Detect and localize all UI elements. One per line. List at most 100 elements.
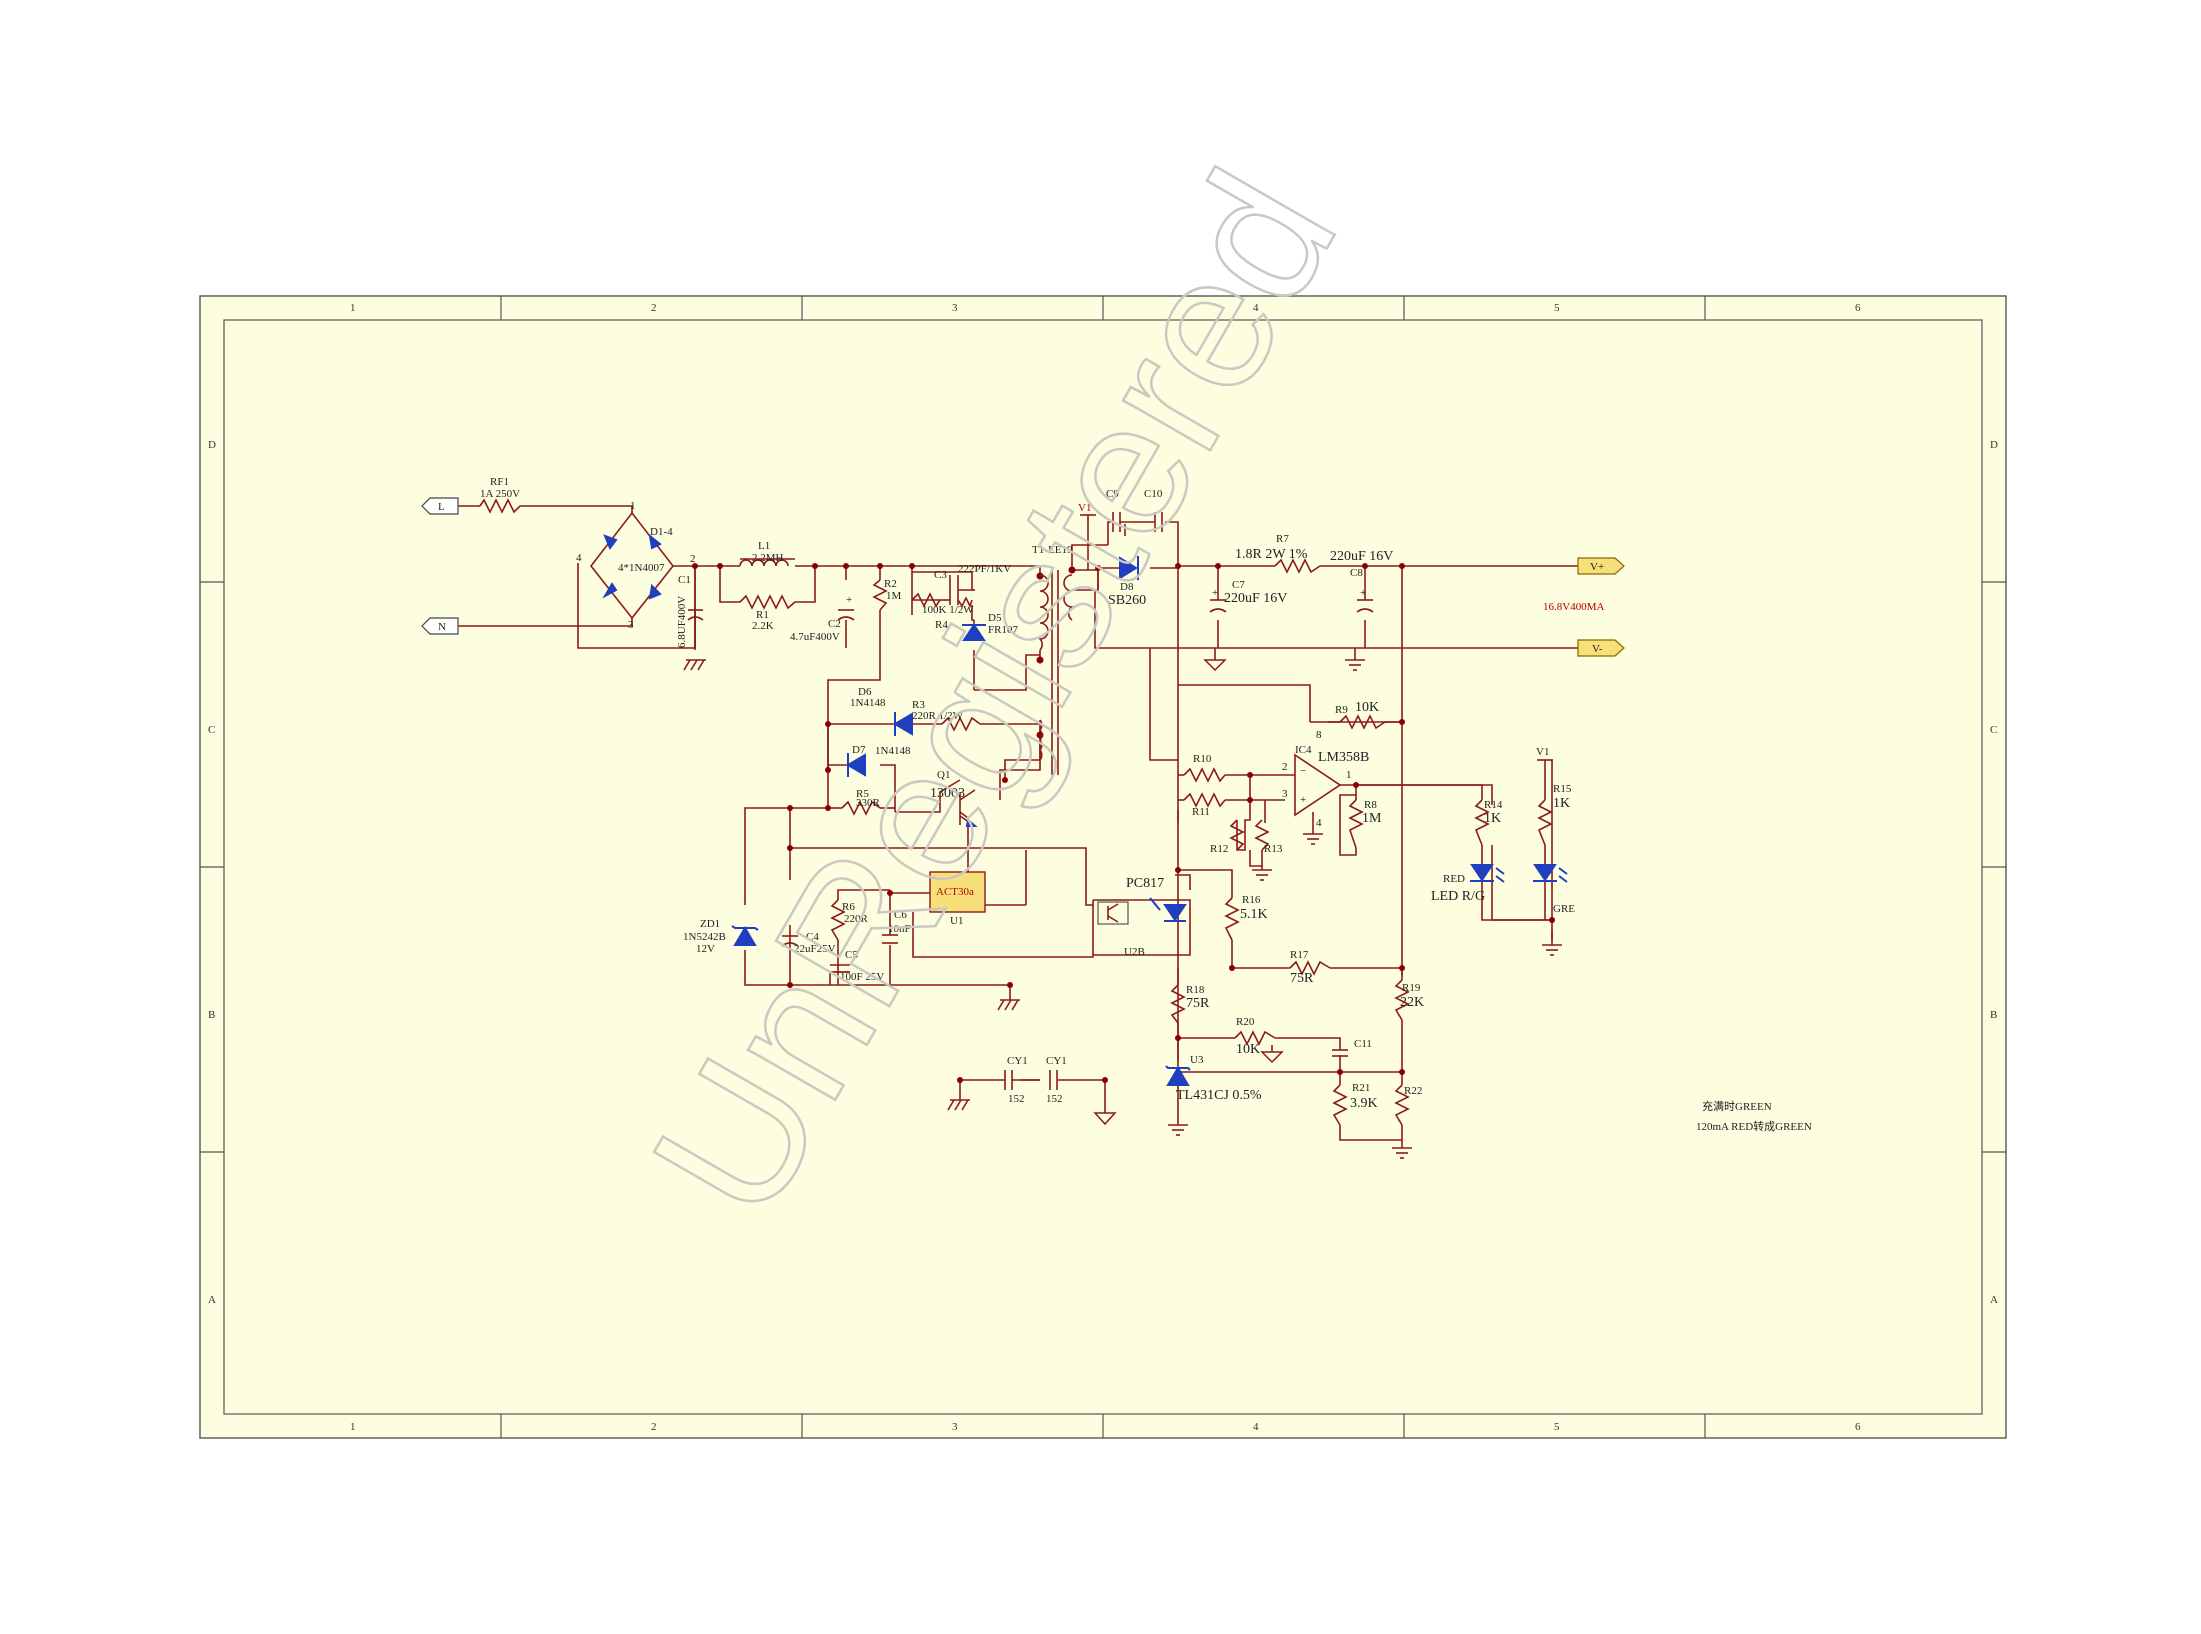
svg-text:D1-4: D1-4 bbox=[650, 526, 673, 538]
svg-text:C6: C6 bbox=[894, 909, 907, 921]
svg-text:ZD1: ZD1 bbox=[700, 918, 720, 930]
t1-transformer: T1 EE19 bbox=[1032, 544, 1075, 775]
svg-text:R17: R17 bbox=[1290, 949, 1309, 961]
svg-text:C8: C8 bbox=[1350, 567, 1363, 579]
svg-text:R9: R9 bbox=[1335, 704, 1348, 716]
d6-diode: D6 1N4148 bbox=[850, 686, 913, 736]
svg-text:R12: R12 bbox=[1210, 843, 1228, 855]
col-label-3-top: 3 bbox=[952, 302, 958, 314]
svg-text:3: 3 bbox=[628, 619, 634, 631]
svg-text:IC4: IC4 bbox=[1295, 744, 1312, 756]
ground-icon bbox=[1093, 1100, 1117, 1126]
svg-text:T1: T1 bbox=[1032, 544, 1044, 556]
r17-resistor: R17 75R bbox=[1289, 949, 1331, 986]
c2-capacitor: + C2 4.7uF400V bbox=[790, 594, 855, 643]
note-full-charge: 充满时GREEN bbox=[1702, 1099, 1772, 1113]
output-spec-label: 16.8V400MA bbox=[1543, 601, 1604, 613]
svg-text:D8: D8 bbox=[1120, 581, 1134, 593]
c6-capacitor: C6 10nF bbox=[882, 909, 911, 944]
svg-text:10K: 10K bbox=[1355, 700, 1379, 715]
svg-text:13003: 13003 bbox=[930, 786, 965, 801]
cy1-capacitor-right: CY1 152 bbox=[1046, 1055, 1067, 1105]
svg-text:R13: R13 bbox=[1264, 843, 1283, 855]
r2-resistor: R2 1M bbox=[872, 578, 902, 611]
svg-text:U3: U3 bbox=[1190, 1054, 1204, 1066]
row-label-B-right: B bbox=[1990, 1009, 1997, 1021]
svg-text:R19: R19 bbox=[1402, 982, 1421, 994]
svg-text:8: 8 bbox=[1316, 729, 1322, 741]
junction-dots bbox=[692, 563, 1555, 1083]
port-L: L bbox=[421, 497, 459, 515]
col-label-6-top: 6 bbox=[1855, 302, 1861, 314]
svg-text:1K: 1K bbox=[1484, 811, 1501, 826]
svg-text:V-: V- bbox=[1592, 643, 1603, 655]
svg-text:−: − bbox=[1300, 765, 1306, 777]
svg-text:TL431CJ 0.5%: TL431CJ 0.5% bbox=[1176, 1088, 1262, 1103]
svg-text:C11: C11 bbox=[1354, 1038, 1372, 1050]
svg-text:L: L bbox=[438, 501, 445, 513]
r19-resistor: R19 22K bbox=[1394, 979, 1424, 1021]
svg-text:D6: D6 bbox=[858, 686, 872, 698]
svg-text:1: 1 bbox=[630, 500, 636, 512]
svg-text:V1: V1 bbox=[1078, 502, 1091, 514]
svg-text:EE19: EE19 bbox=[1048, 544, 1073, 556]
svg-text:2: 2 bbox=[1282, 761, 1288, 773]
svg-text:22uF25V: 22uF25V bbox=[794, 943, 836, 955]
r4-resistor: 100K 1/2W R4 bbox=[911, 592, 974, 631]
r10-resistor: R10 bbox=[1178, 753, 1250, 783]
svg-text:1.8R 2W 1%: 1.8R 2W 1% bbox=[1235, 547, 1308, 562]
svg-text:3: 3 bbox=[1282, 788, 1288, 800]
svg-text:R16: R16 bbox=[1242, 894, 1261, 906]
zd1-zener-diode: ZD1 1N5242B 12V bbox=[683, 918, 759, 955]
c5-capacitor: C5 100F 25V bbox=[830, 949, 884, 983]
svg-text:RED: RED bbox=[1443, 873, 1465, 885]
svg-text:R8: R8 bbox=[1364, 799, 1377, 811]
r5-resistor: R5 330R bbox=[841, 788, 881, 816]
r1-resistor: R1 2.2K bbox=[739, 594, 796, 632]
svg-text:1N4148: 1N4148 bbox=[850, 697, 886, 709]
svg-text:75R: 75R bbox=[1186, 996, 1210, 1011]
svg-text:100F 25V: 100F 25V bbox=[840, 971, 884, 983]
svg-text:C5: C5 bbox=[845, 949, 858, 961]
svg-text:6.8UF400V: 6.8UF400V bbox=[676, 596, 688, 648]
svg-text:D7: D7 bbox=[852, 744, 866, 756]
r9-resistor: R9 10K bbox=[1335, 700, 1386, 730]
svg-text:220R 1/2W: 220R 1/2W bbox=[912, 710, 964, 722]
r3-resistor: R3 220R 1/2W bbox=[912, 699, 981, 732]
svg-text:U2B: U2B bbox=[1124, 946, 1145, 958]
ic4-op-amp: − + IC4 LM358B 2 3 1 4 8 bbox=[1282, 729, 1369, 829]
ground-icon bbox=[1260, 1045, 1284, 1064]
svg-text:+: + bbox=[846, 594, 852, 606]
d7-diode: D7 1N4148 bbox=[846, 744, 911, 777]
note-current-threshold: 120mA RED转成GREEN bbox=[1696, 1119, 1812, 1133]
svg-text:4.7uF400V: 4.7uF400V bbox=[790, 631, 840, 643]
col-label-6-bottom: 6 bbox=[1855, 1421, 1861, 1433]
row-label-D-left: D bbox=[208, 439, 216, 451]
sheet-frame: 1 2 3 4 5 6 1 2 3 4 5 6 D C B A D C B A bbox=[199, 295, 2007, 1439]
svg-text:RF1: RF1 bbox=[490, 476, 509, 488]
svg-text:U1: U1 bbox=[950, 915, 963, 927]
q1-transistor: Q1 13003 bbox=[930, 769, 978, 827]
svg-text:C4: C4 bbox=[806, 931, 819, 943]
ground-icon bbox=[1542, 944, 1562, 956]
r12-resistor: R12 bbox=[1210, 819, 1245, 855]
svg-text:LED R/G: LED R/G bbox=[1431, 889, 1485, 904]
svg-text:3.9K: 3.9K bbox=[1350, 1096, 1378, 1111]
svg-text:C10: C10 bbox=[1144, 488, 1163, 500]
svg-text:+: + bbox=[1212, 587, 1218, 599]
svg-text:N: N bbox=[438, 621, 446, 633]
svg-text:75R: 75R bbox=[1290, 971, 1314, 986]
svg-text:4: 4 bbox=[576, 552, 582, 564]
rf1-fuse: RF1 1A 250V bbox=[479, 476, 521, 514]
r8-resistor: R8 1M bbox=[1348, 799, 1382, 849]
svg-text:1K: 1K bbox=[1553, 796, 1570, 811]
svg-text:R21: R21 bbox=[1352, 1082, 1370, 1094]
r18-resistor: R18 75R bbox=[1170, 984, 1210, 1024]
svg-text:V1: V1 bbox=[1536, 746, 1549, 758]
chassis-ground-icon bbox=[947, 1099, 970, 1111]
ground-icon bbox=[1252, 869, 1272, 881]
port-N: N bbox=[421, 617, 459, 635]
row-label-C-right: C bbox=[1990, 724, 1997, 736]
r16-resistor: R16 5.1K bbox=[1224, 894, 1268, 941]
svg-text:1M: 1M bbox=[886, 590, 902, 602]
